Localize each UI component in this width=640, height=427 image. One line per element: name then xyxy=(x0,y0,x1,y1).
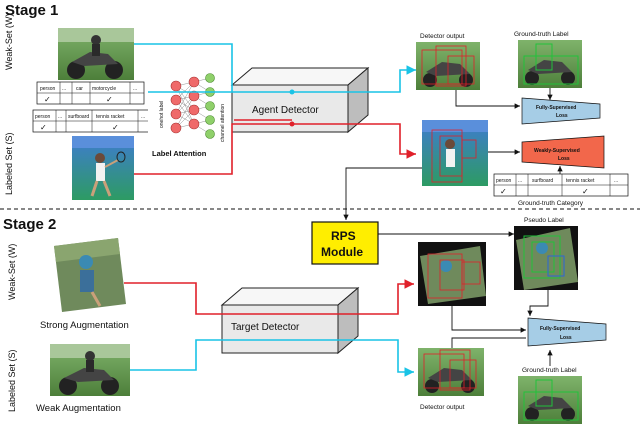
gt-category-table: person ... surfboard tennis racket ... ✓… xyxy=(493,173,629,207)
labeled-label-table: person ... surfboard tennis racket ... ✓… xyxy=(32,109,154,133)
gt-label-top-text: Ground-truth Label xyxy=(514,31,569,38)
junction-dot xyxy=(289,121,295,127)
cyan-flow-line xyxy=(134,43,416,93)
weak-augmentation-image xyxy=(50,344,130,396)
junction-dot xyxy=(289,89,295,95)
black-flow-line xyxy=(455,90,520,109)
detector-output-weak-image xyxy=(418,242,486,306)
black-flow-line xyxy=(343,167,422,220)
pseudo-label-text: Pseudo Label xyxy=(524,217,564,224)
strong-augmentation-label: Strong Augmentation xyxy=(40,320,129,331)
target-detector-box: Target Detector xyxy=(220,286,360,355)
gt-category-cell: tennis racket xyxy=(566,178,595,184)
detector-output-top-image xyxy=(416,42,480,90)
labeled-table-cell: surfboard xyxy=(68,114,89,120)
gt-label-bottom-image xyxy=(518,376,582,424)
rps-line2: Module xyxy=(321,245,363,259)
black-flow-line xyxy=(527,290,549,316)
check-icon: ✓ xyxy=(112,123,119,132)
labeled-table-cell: tennis racket xyxy=(96,114,125,120)
weak-table-cell: car xyxy=(76,86,83,92)
gt-label-top-image xyxy=(518,40,582,88)
target-detector-label: Target Detector xyxy=(231,322,300,333)
weak-table-cell: ... xyxy=(62,86,66,92)
detector-output-bottom-image xyxy=(418,348,484,396)
gt-category-cell: person xyxy=(496,178,512,184)
black-flow-line xyxy=(451,337,526,348)
check-icon: ✓ xyxy=(582,187,589,196)
labeled-table-cell: ... xyxy=(58,114,62,120)
stage1-title: Stage 1 xyxy=(5,2,58,19)
red-flow-line xyxy=(134,123,416,175)
check-icon: ✓ xyxy=(106,95,113,104)
stage2-title: Stage 2 xyxy=(3,216,56,233)
agent-detector-label: Agent Detector xyxy=(252,105,319,116)
side-labeled-set-2: Labeled Set (S) xyxy=(7,349,17,412)
ws-loss-line2: Loss xyxy=(558,156,570,162)
weak-table-cell: person xyxy=(40,86,56,92)
weak-set-motorcycle-image xyxy=(58,28,134,80)
channel-attention-text: channel attention xyxy=(220,104,226,142)
detector-output-bottom-label: Detector output xyxy=(420,404,465,411)
check-icon: ✓ xyxy=(40,123,47,132)
check-icon: ✓ xyxy=(500,187,507,196)
fs-loss-top-line1: Fully-Supervised xyxy=(536,105,576,111)
weak-augmentation-label: Weak Augmentation xyxy=(36,403,121,414)
fully-supervised-loss-bottom: Fully-Supervised Loss xyxy=(527,317,607,347)
gt-label-bottom-text: Ground-truth Label xyxy=(522,367,577,374)
ws-loss-line1: Weakly-Supervised xyxy=(534,148,580,154)
red-flow-line xyxy=(124,279,414,315)
labeled-table-cell: ... xyxy=(141,114,145,120)
gt-category-cell: surfboard xyxy=(532,178,553,184)
fs-loss-top-line2: Loss xyxy=(556,113,568,119)
check-icon: ✓ xyxy=(44,95,51,104)
label-attention-title: Label Attention xyxy=(152,149,207,158)
agent-detector-box: Agent Detector xyxy=(230,66,370,134)
labeled-table-cell: person xyxy=(35,114,51,120)
gt-category-cell: ... xyxy=(518,178,522,184)
onehot-label-text: onehot label xyxy=(159,101,165,128)
strong-augmentation-image xyxy=(54,238,126,312)
cyan-flow-line xyxy=(130,339,414,377)
gt-category-cell: ... xyxy=(614,178,618,184)
label-attention-block: onehot label channel attention Label Att… xyxy=(148,66,234,158)
weak-label-table: person ... car motorcycle ... ✓ ✓ xyxy=(36,81,145,105)
black-flow-line xyxy=(451,306,526,333)
fs-loss-bottom-line2: Loss xyxy=(560,335,572,341)
side-weak-set-1: Weak-Set (W) xyxy=(4,14,14,70)
gt-category-caption: Ground-truth Category xyxy=(518,200,584,207)
side-labeled-set-1: Labeled Set (S) xyxy=(4,132,14,195)
rps-line1: RPS xyxy=(331,229,356,243)
detector-output-top-label: Detector output xyxy=(420,33,465,40)
fully-supervised-loss-top: Fully-Supervised Loss xyxy=(521,97,601,125)
side-weak-set-2: Weak-Set (W) xyxy=(7,244,17,300)
weak-table-cell: motorcycle xyxy=(92,86,116,92)
weak-table-cell: ... xyxy=(133,86,137,92)
fs-loss-bottom-line1: Fully-Supervised xyxy=(540,326,580,332)
rps-module-box: RPS Module xyxy=(311,221,379,265)
pseudo-label-image xyxy=(514,226,578,290)
weakly-supervised-loss: Weakly-Supervised Loss xyxy=(521,135,605,169)
detector-output-tennis-image xyxy=(422,120,488,186)
labeled-set-tennis-image xyxy=(72,136,134,200)
